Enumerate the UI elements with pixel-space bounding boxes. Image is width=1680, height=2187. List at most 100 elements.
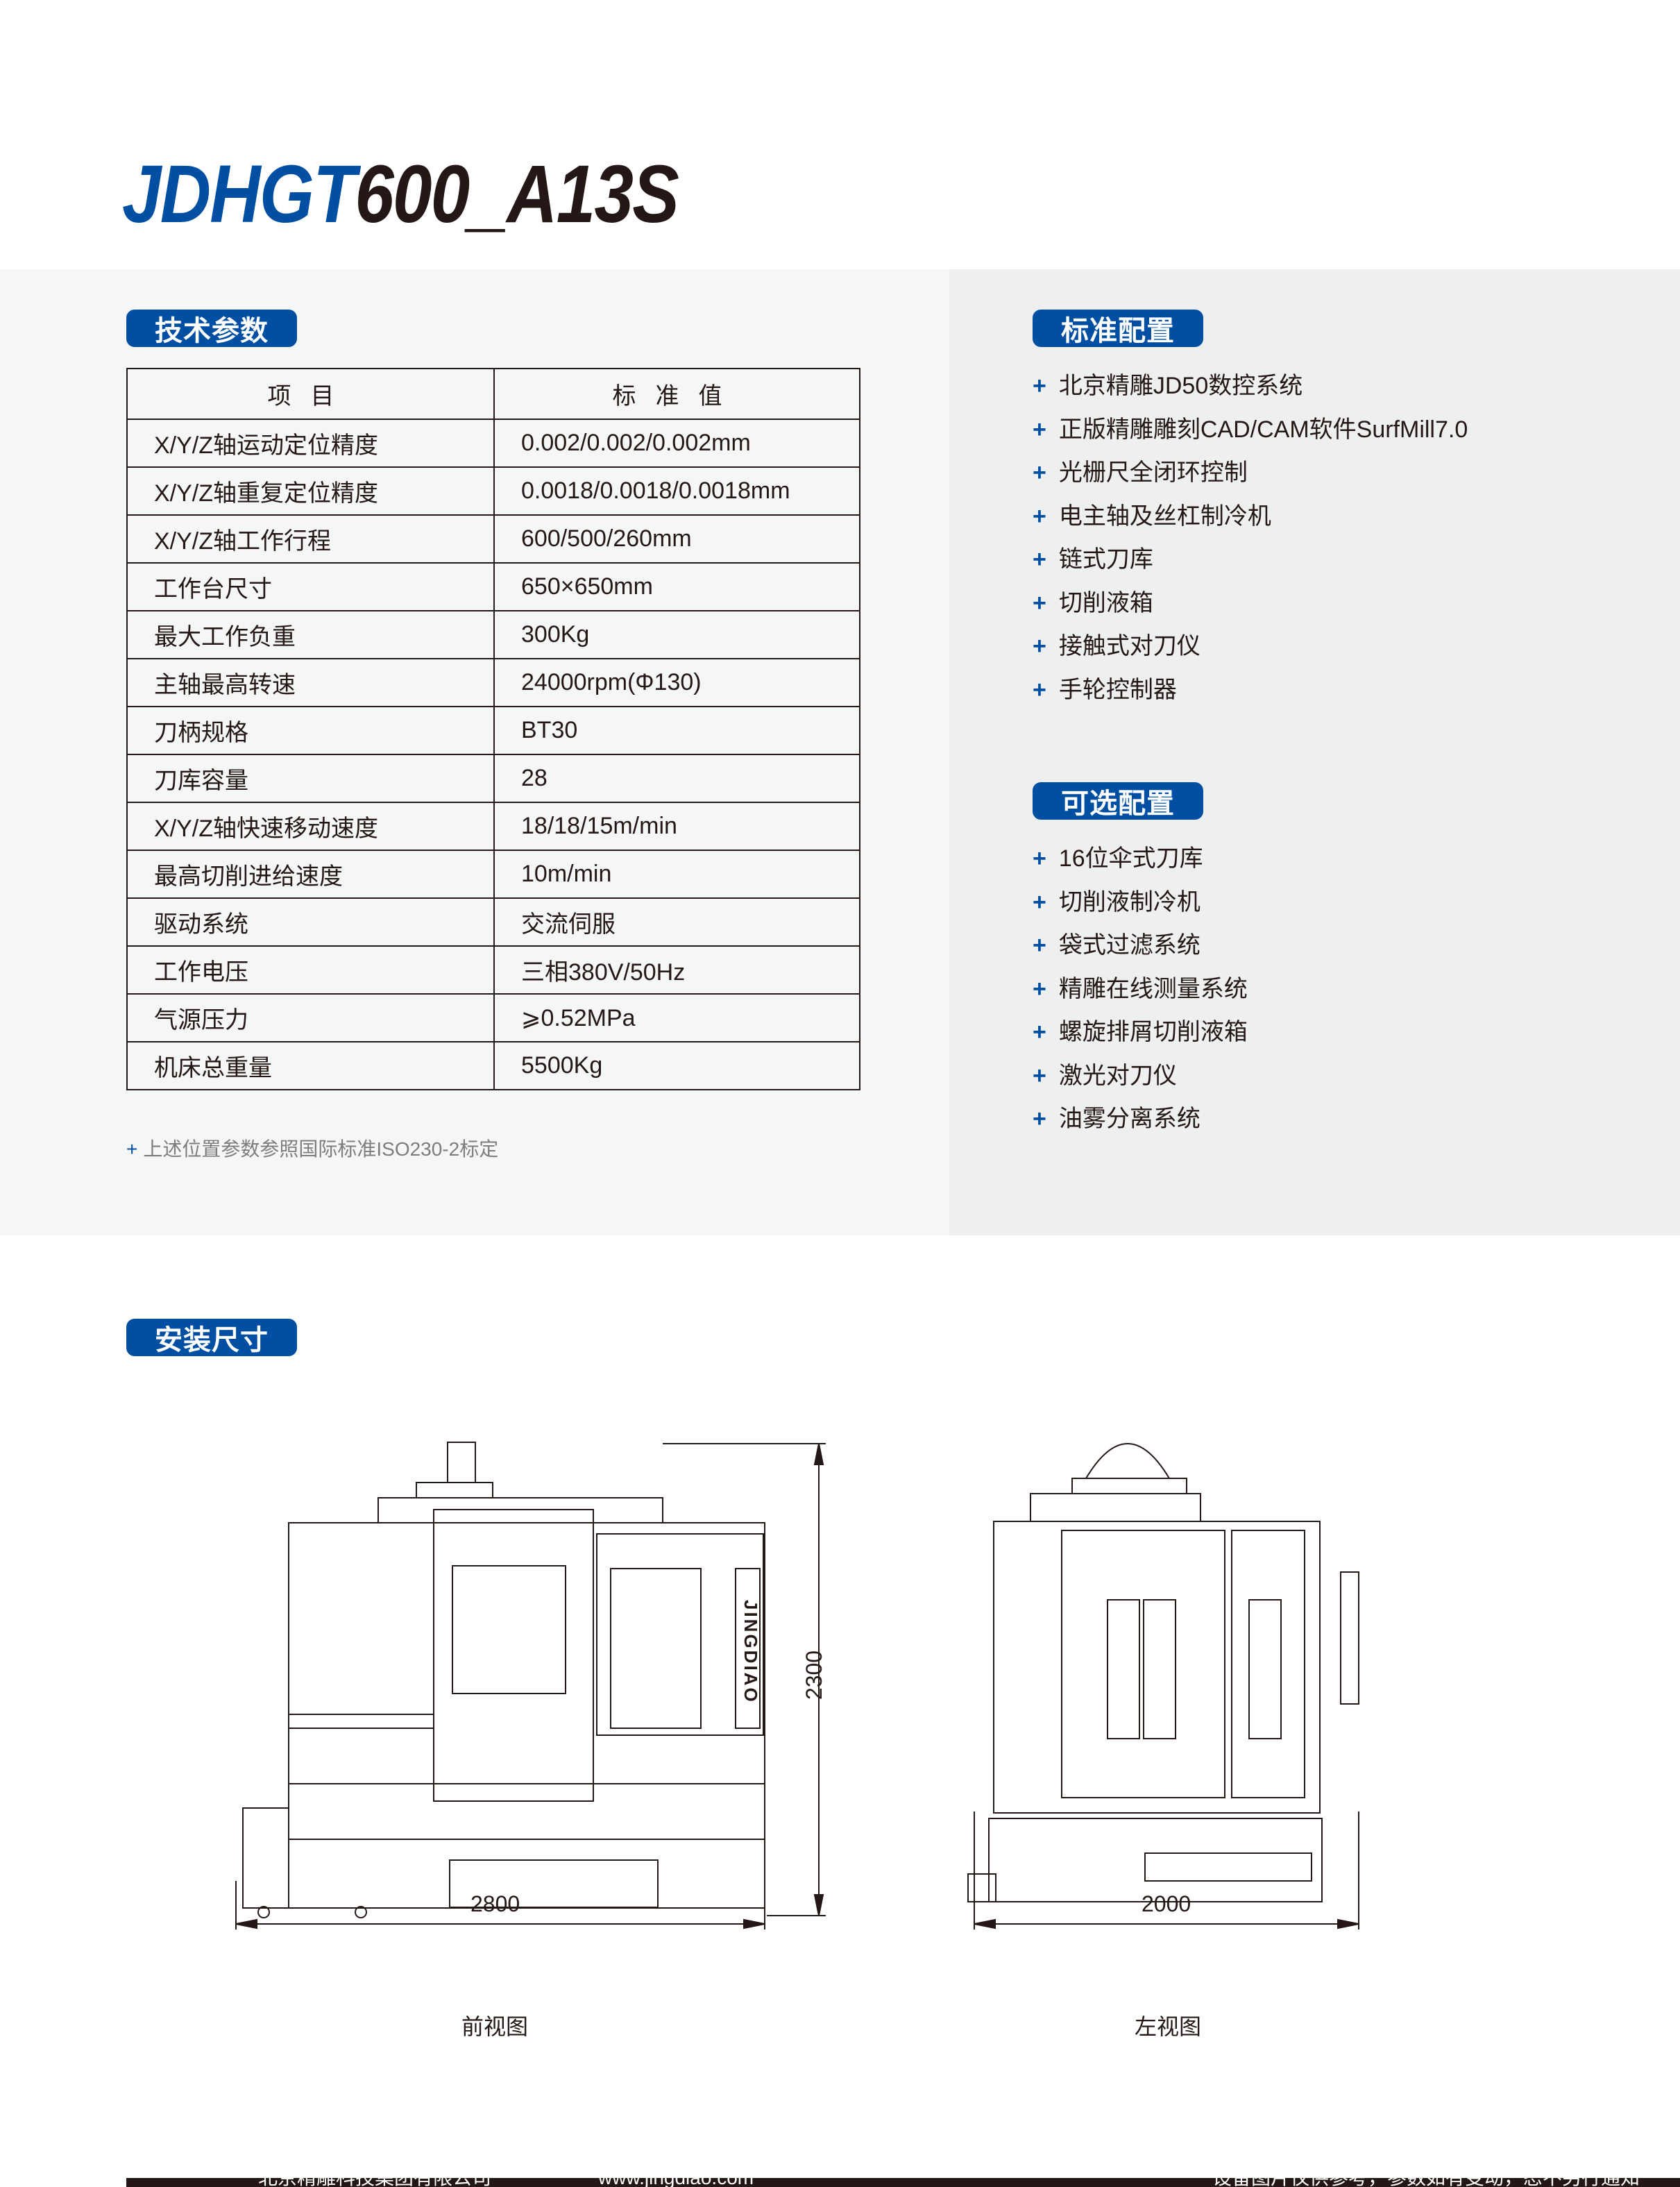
table-row: 驱动系统交流伺服	[126, 897, 860, 947]
spec-item: 刀柄规格	[126, 706, 495, 755]
header-value: 标准值	[493, 368, 860, 420]
list-item: + 手轮控制器	[1033, 668, 1468, 712]
list-item: +切削液制冷机	[1033, 881, 1248, 924]
spec-value: 300Kg	[493, 610, 860, 659]
item-label: 电主轴及丝杠制冷机	[1058, 503, 1271, 530]
table-header: 项目 标准值	[126, 368, 860, 420]
logo-text: JINGDIAO	[740, 1600, 761, 1704]
spec-value: ⩾0.52MPa	[493, 993, 860, 1042]
config-panel	[949, 269, 1680, 1235]
item-label: 袋式过滤系统	[1058, 932, 1200, 959]
spec-value: 5500Kg	[493, 1041, 860, 1090]
note-text: 上述位置参数参照国际标准ISO230-2标定	[143, 1138, 499, 1160]
item-label: 手轮控制器	[1058, 676, 1177, 703]
item-label: 激光对刀仪	[1058, 1062, 1177, 1089]
item-label: 切削液箱	[1058, 589, 1153, 616]
plus-icon: +	[1033, 373, 1046, 399]
plus-icon: +	[126, 1138, 138, 1160]
specs-note: +上述位置参数参照国际标准ISO230-2标定	[126, 1134, 498, 1162]
list-item: +16位伞式刀库	[1033, 837, 1248, 881]
item-label: 光栅尺全闭环控制	[1058, 459, 1248, 486]
plus-icon: +	[1033, 932, 1046, 959]
front-width-dimension	[235, 1881, 765, 1930]
list-item: + 接触式对刀仪	[1033, 625, 1468, 668]
item-label: 北京精雕JD50数控系统	[1058, 373, 1303, 399]
side-view-drawing	[967, 1443, 1359, 1902]
footer-bar: 北京精雕科技集团有限公司 www.jingdiao.com 设备图片仅供参考，参…	[126, 2178, 1680, 2187]
spec-value: 三相380V/50Hz	[493, 945, 860, 995]
footer-company: 北京精雕科技集团有限公司	[258, 2178, 491, 2187]
header-item: 项目	[126, 368, 495, 420]
spec-value: 650×650mm	[493, 562, 860, 611]
plus-icon: +	[1033, 459, 1046, 486]
spec-item: 驱动系统	[126, 897, 495, 947]
height-label: 2300	[801, 1650, 827, 1700]
spec-value: 600/500/260mm	[493, 514, 860, 564]
spec-value: 10m/min	[493, 850, 860, 899]
install-badge: 安装尺寸	[126, 1319, 297, 1356]
spec-value: 0.0018/0.0018/0.0018mm	[493, 466, 860, 516]
footer-url[interactable]: www.jingdiao.com	[598, 2178, 754, 2187]
plus-icon: +	[1033, 503, 1046, 530]
table-row: 气源压力⩾0.52MPa	[126, 993, 860, 1042]
plus-icon: +	[1033, 676, 1046, 703]
side-view-caption: 左视图	[1135, 2014, 1202, 2039]
list-item: + 光栅尺全闭环控制	[1033, 451, 1468, 495]
spec-value: BT30	[493, 706, 860, 755]
item-label: 16位伞式刀库	[1058, 845, 1203, 872]
front-view-drawing	[242, 1442, 765, 1918]
item-label: 切削液制冷机	[1058, 888, 1200, 915]
item-label: 油雾分离系统	[1058, 1106, 1200, 1132]
list-item: + 油雾分离系统	[1033, 1097, 1248, 1141]
spec-item: 最高切削进给速度	[126, 850, 495, 899]
front-width-label: 2800	[470, 1891, 520, 1916]
front-view-caption: 前视图	[461, 2014, 529, 2039]
table-row: 工作电压三相380V/50Hz	[126, 945, 860, 995]
side-width-label: 2000	[1142, 1891, 1191, 1916]
list-item: + 链式刀库	[1033, 538, 1468, 582]
item-label: 螺旋排屑切削液箱	[1058, 1019, 1248, 1045]
title-model-suffix: 600_A13S	[355, 149, 679, 240]
title-model-prefix: JDHGT	[122, 149, 356, 240]
list-item: +切削液箱	[1033, 582, 1468, 625]
spec-item: 最大工作负重	[126, 610, 495, 659]
spec-item: 工作台尺寸	[126, 562, 495, 611]
list-item: + 电主轴及丝杠制冷机	[1033, 495, 1468, 539]
spec-item: X/Y/Z轴工作行程	[126, 514, 495, 564]
optional-badge: 可选配置	[1033, 782, 1203, 820]
specs-badge: 技术参数	[126, 310, 297, 347]
spec-item: 刀库容量	[126, 754, 495, 803]
spec-item: 主轴最高转速	[126, 658, 495, 707]
spec-value: 0.002/0.002/0.002mm	[493, 419, 860, 468]
plus-icon: +	[1033, 1106, 1046, 1132]
list-item: + 袋式过滤系统	[1033, 924, 1248, 968]
spec-item: X/Y/Z轴重复定位精度	[126, 466, 495, 516]
plus-icon: +	[1033, 546, 1046, 573]
spec-value: 交流伺服	[493, 897, 860, 947]
spec-item: X/Y/Z轴运动定位精度	[126, 419, 495, 468]
spec-value: 28	[493, 754, 860, 803]
spec-value: 18/18/15m/min	[493, 802, 860, 851]
product-title: JDHGT600_A13S	[122, 142, 679, 246]
install-drawings	[235, 1442, 1359, 1930]
item-label: 接触式对刀仪	[1058, 633, 1200, 659]
plus-icon: +	[1033, 633, 1046, 659]
spec-item: X/Y/Z轴快速移动速度	[126, 802, 495, 851]
item-label: 正版精雕雕刻CAD/CAM软件SurfMill7.0	[1058, 416, 1468, 443]
plus-icon: +	[1033, 975, 1046, 1002]
item-label: 链式刀库	[1058, 546, 1153, 573]
plus-icon: +	[1033, 1019, 1046, 1045]
standard-badge: 标准配置	[1033, 310, 1203, 347]
list-item: +正版精雕雕刻CAD/CAM软件SurfMill7.0	[1033, 408, 1468, 452]
optional-list: +16位伞式刀库+切削液制冷机+袋式过滤系统+精雕在线测量系统+螺旋排屑切削液箱…	[1033, 837, 1248, 1141]
list-item: + 北京精雕JD50数控系统	[1033, 364, 1468, 408]
spec-value: 24000rpm(Φ130)	[493, 658, 860, 707]
